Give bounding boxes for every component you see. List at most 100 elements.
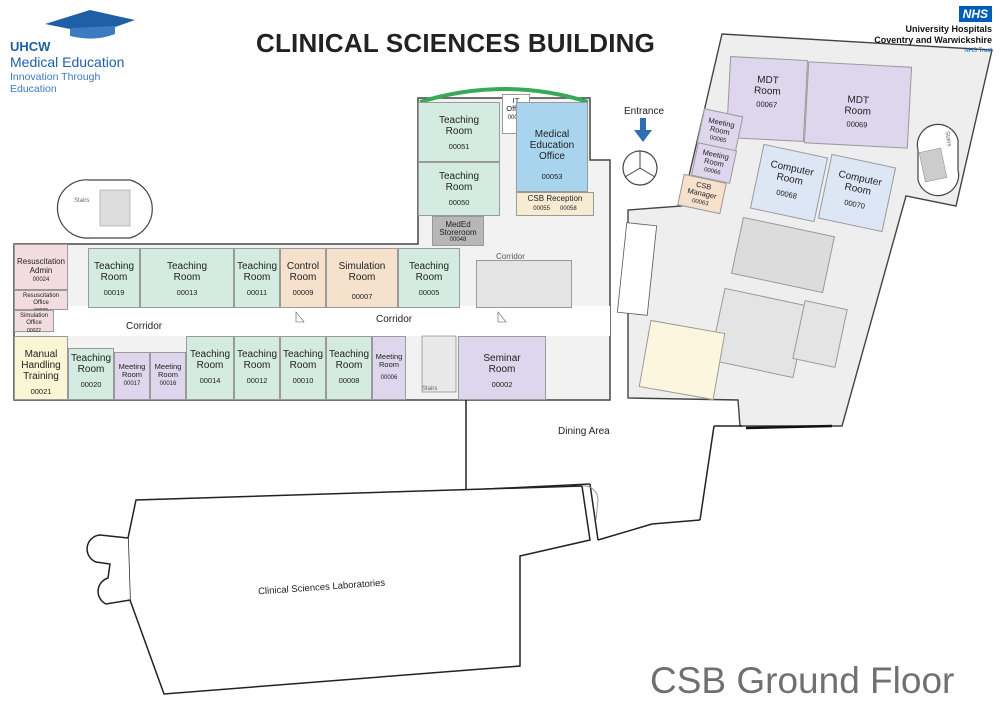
entrance-label: Entrance <box>624 106 665 117</box>
room-00002[interactable]: Seminar Room 00002 <box>458 336 546 400</box>
room-number: 00053 <box>541 172 563 181</box>
room-00008[interactable]: Teaching Room 00008 <box>326 336 372 400</box>
corridor-label-mid: Corridor <box>376 314 413 325</box>
room-00069[interactable]: MDT Room 00069 <box>803 61 913 149</box>
corridor-label-left: Corridor <box>126 321 163 332</box>
room-name: Meeting Room <box>118 362 146 379</box>
room-number: 00051 <box>448 142 470 151</box>
room-name: MDT Room <box>844 94 872 118</box>
room-00016[interactable]: Meeting Room 00016 <box>150 352 186 400</box>
room-00011[interactable]: Teaching Room 00011 <box>234 248 280 308</box>
page-title: CLINICAL SCIENCES BUILDING <box>256 28 656 58</box>
room-number: 00024 <box>32 277 50 283</box>
room-number: 00017 <box>123 381 141 387</box>
room-name: Simulation Office <box>19 313 48 326</box>
room-number: 00069 <box>846 119 868 130</box>
room-number: 00014 <box>199 376 221 385</box>
room-00020[interactable]: Teaching Room 00020 <box>68 348 114 400</box>
room-00013[interactable]: Teaching Room 00013 <box>140 248 234 308</box>
graduation-cap-icon <box>45 10 135 39</box>
room-00022[interactable]: Simulation Office 00022 <box>14 310 54 334</box>
room-00070[interactable]: Computer Room 00070 <box>817 153 897 233</box>
room-name: IT Office <box>506 96 525 113</box>
room-name: Teaching Room <box>93 261 135 283</box>
room-number: 00002 <box>491 380 513 389</box>
room-name: MedEd Storeroom <box>439 220 477 237</box>
trust-line3: NHS Trust <box>964 48 992 54</box>
trust-line1: University Hospitals <box>905 24 992 34</box>
labs-outline <box>127 485 591 695</box>
room-00017[interactable]: Meeting Room 00017 <box>114 352 150 400</box>
room-number: 00006 <box>380 375 398 381</box>
room-number: 00012 <box>246 376 268 385</box>
room-name: Medical Education Office <box>529 129 575 162</box>
csb-reception[interactable]: CSB Reception 00055 00058 <box>516 192 594 216</box>
stairs-label-bottom: Stairs <box>422 386 438 392</box>
uhcw-logo: UHCW Medical Education Innovation Throug… <box>8 6 148 95</box>
room-name: CSB Reception <box>527 194 583 203</box>
room-00023[interactable]: Resuscitation Office 00023 <box>14 290 68 314</box>
room-00014[interactable]: Teaching Room 00014 <box>186 336 234 400</box>
room-00019[interactable]: Teaching Room 00019 <box>88 248 140 308</box>
room-name: Manual Handling Training <box>21 349 61 382</box>
room-number: 00022 <box>27 328 41 334</box>
room-00009[interactable]: Control Room 00009 <box>280 248 326 308</box>
room-name: Teaching Room <box>438 115 480 137</box>
room-name: Resuscitation Admin <box>16 257 66 275</box>
room-name: Seminar Room <box>483 353 521 375</box>
room-name: Teaching Room <box>70 353 112 375</box>
room-name: Teaching Room <box>438 171 480 193</box>
room-00007[interactable]: Simulation Room 00007 <box>326 248 398 308</box>
room-00006[interactable]: Meeting Room 00006 <box>372 336 406 400</box>
room-00051[interactable]: Teaching Room 00051 <box>418 102 500 162</box>
stairs-label-top-left: Stairs <box>74 198 90 204</box>
entrance-arrow-icon <box>634 118 652 142</box>
room-number: 00016 <box>159 381 177 387</box>
room-name: MDT Room <box>753 74 782 98</box>
room-name: Teaching Room <box>328 349 370 371</box>
room-00005[interactable]: Teaching Room 00005 <box>398 248 460 308</box>
room-name: Teaching Room <box>189 349 231 371</box>
cafe <box>638 319 726 401</box>
room-name: Teaching Room <box>236 261 278 283</box>
room-00068[interactable]: Computer Room 00068 <box>749 143 829 223</box>
corridor-label-right: Corridor <box>496 252 525 261</box>
room-number: 00007 <box>351 292 373 301</box>
floor-label: CSB Ground Floor <box>650 660 955 701</box>
room-00021[interactable]: Manual Handling Training 00021 <box>14 336 68 400</box>
room-name: Teaching Room <box>236 349 278 371</box>
room-00050[interactable]: Teaching Room 00050 <box>418 162 500 216</box>
room-name: Resuscitation Office <box>22 293 60 306</box>
room-number: 00048 <box>449 237 467 243</box>
logo-line3: Innovation Through Education <box>10 71 101 95</box>
room-number: 00019 <box>103 288 125 297</box>
room-number: 00009 <box>292 288 314 297</box>
nhs-logo: NHS <box>958 6 992 22</box>
room-00024[interactable]: Resuscitation Admin 00024 <box>14 244 68 290</box>
dining-area-label: Dining Area <box>558 426 610 437</box>
room-00048[interactable]: MedEd Storeroom 00048 <box>432 216 484 246</box>
room-number: 00067 <box>756 99 778 110</box>
room-00012[interactable]: Teaching Room 00012 <box>234 336 280 400</box>
roof-arc <box>419 87 589 104</box>
room-number: 00021 <box>30 387 52 396</box>
room-name: Teaching Room <box>408 261 450 283</box>
room-name: Teaching Room <box>166 261 208 283</box>
room-name: Control Room <box>286 261 320 283</box>
room-name: Teaching Room <box>282 349 324 371</box>
room-number: 00005 <box>418 288 440 297</box>
room-00053[interactable]: Medical Education Office 00053 <box>516 102 588 192</box>
room-number: 00008 <box>338 376 360 385</box>
room-number: 00020 <box>80 380 102 389</box>
room-number: 00011 <box>246 288 268 297</box>
logo-line1: UHCW <box>10 39 51 54</box>
room-00010[interactable]: Teaching Room 00010 <box>280 336 326 400</box>
room-number: 00013 <box>176 288 198 297</box>
trust-name: University Hospitals Coventry and Warwic… <box>874 24 992 57</box>
room-name: Simulation Room <box>338 261 386 283</box>
room-number: 00010 <box>292 376 314 385</box>
logo-line2: Medical Education <box>10 54 125 70</box>
toilets <box>476 260 572 308</box>
room-number: 00050 <box>448 198 470 207</box>
